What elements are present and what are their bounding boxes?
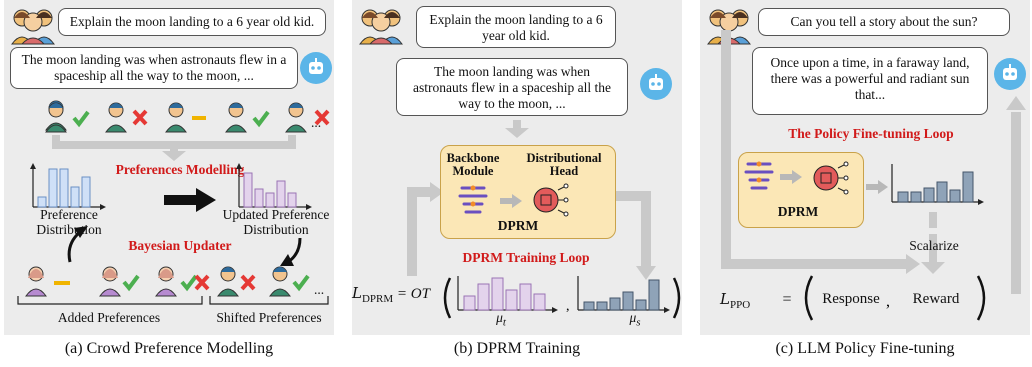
robot-icon <box>300 52 332 84</box>
mu-s-sub: s <box>636 316 641 329</box>
loss-subscript: DPRM <box>361 293 394 305</box>
mu-s-label: μs <box>620 310 650 331</box>
panel-policy-finetuning: Can you tell a story about the sun? Once… <box>700 0 1030 335</box>
loss-symbol: L <box>720 290 730 308</box>
mu-t: μ <box>496 310 503 325</box>
ppo-loss-expression: LPPO <box>720 292 780 313</box>
curved-arrows <box>67 226 302 266</box>
response-bubble: Once upon a time, in a faraway land, the… <box>752 47 988 115</box>
loss-symbol: L <box>352 284 362 302</box>
response-word: Response <box>822 291 880 307</box>
dprm-training-loop-title: DPRM Training Loop <box>462 250 590 265</box>
bayesian-updater-title: Bayesian Updater <box>128 238 232 253</box>
dprm-box <box>440 145 616 239</box>
ellipsis-bottom: ... <box>313 282 325 297</box>
update-arrow <box>164 188 216 212</box>
crowd-icon <box>359 9 403 45</box>
dprm-label: DPRM <box>777 204 819 219</box>
ppo-brackets: , <box>804 275 986 321</box>
preferences-modelling-title: Preferences Modelling <box>115 162 245 177</box>
mu-s: μ <box>629 310 637 325</box>
robot-icon <box>640 68 672 100</box>
backbone-icon <box>744 161 774 190</box>
loss-equals-ot: = OT <box>396 286 430 302</box>
ppo-equals: = <box>782 291 792 308</box>
robot-icon <box>994 58 1026 90</box>
policy-flow-arrows <box>721 30 1026 294</box>
distributional-head-icon <box>813 161 849 195</box>
bottom-rater-avatars <box>25 266 310 297</box>
reward-distribution-chart <box>891 164 984 205</box>
prompt-bubble: Explain the moon landing to a 6 year old… <box>58 8 326 36</box>
svg-text:,: , <box>566 299 570 314</box>
ellipsis-top: ... <box>310 115 322 130</box>
mu-t-label: μt <box>486 310 516 331</box>
dprm-label: DPRM <box>497 218 539 233</box>
merge-arrow <box>52 135 296 161</box>
shifted-preferences-label: Shifted Preferences <box>216 310 322 325</box>
backbone-module-label: Backbone Module <box>446 151 500 178</box>
added-preferences-label: Added Preferences <box>57 310 161 325</box>
caption-a: (a) Crowd Preference Modelling <box>64 340 274 357</box>
policy-loop-title: The Policy Fine-tuning Loop <box>788 126 954 141</box>
prompt-bubble: Can you tell a story about the sun? <box>758 8 1010 36</box>
panel-crowd-preference: Explain the moon landing to a 6 year old… <box>4 0 334 335</box>
reward-word: Reward <box>912 291 960 307</box>
loss-expression: LDPRM = OT <box>352 286 442 307</box>
loss-brackets: , <box>443 277 681 319</box>
preference-distribution-chart <box>30 163 106 210</box>
response-bubble: The moon landing was when astronauts fle… <box>10 47 298 89</box>
mu-t-sub: t <box>502 316 506 329</box>
updated-distribution-chart <box>236 163 312 210</box>
distributional-head-label: Distributional Head <box>526 151 602 178</box>
flow-arrows <box>407 120 656 280</box>
loss-subscript: PPO <box>729 299 751 311</box>
arrow-right <box>780 170 802 184</box>
response-bubble: The moon landing was when astronauts fle… <box>396 58 628 116</box>
caption-b: (b) DPRM Training <box>453 340 581 357</box>
arrow-to-chart <box>866 180 888 194</box>
panel-dprm-training: Explain the moon landing to a 6 year old… <box>352 0 682 335</box>
updated-distribution-label: Updated Preference Distribution <box>222 207 330 237</box>
prompt-bubble: Explain the moon landing to a 6 year old… <box>416 6 616 48</box>
arrow-right <box>500 194 522 208</box>
target-distribution-chart <box>457 276 558 313</box>
crowd-icon <box>11 9 55 45</box>
scalarize-label: Scalarize <box>909 238 959 253</box>
svg-text:,: , <box>886 293 890 310</box>
preference-distribution-label: Preference Distribution <box>36 207 102 237</box>
brackets <box>17 296 329 305</box>
caption-c: (c) LLM Policy Fine-tuning <box>775 340 955 357</box>
backbone-icon <box>458 185 488 214</box>
predicted-distribution-chart <box>577 276 670 313</box>
rater-avatars <box>45 102 330 133</box>
distributional-head-icon <box>533 183 569 217</box>
